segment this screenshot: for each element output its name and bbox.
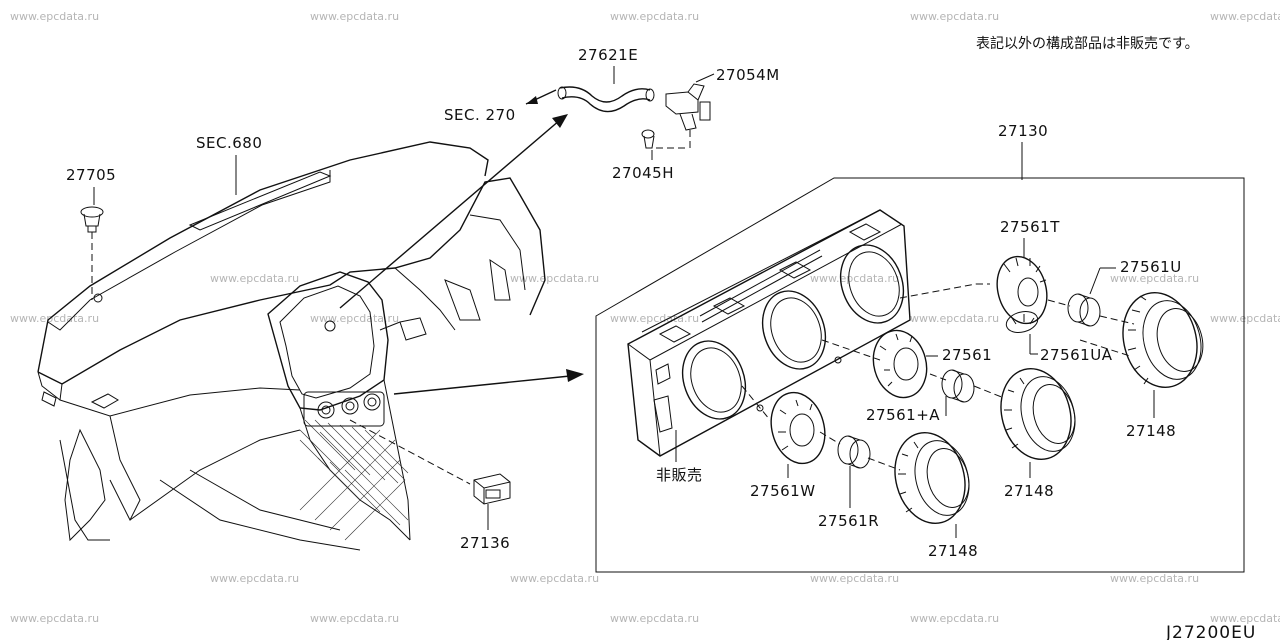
label-27705: 27705 [66,166,116,184]
knob-27148-right [1122,292,1204,388]
watermark: www.epcdata.ru [810,572,899,585]
watermark: www.epcdata.ru [10,312,99,325]
knob-27148-left [894,432,970,524]
watermark: www.epcdata.ru [810,272,899,285]
watermark: www.epcdata.ru [610,612,699,625]
label-27561: 27561 [942,346,992,364]
label-27045H: 27045H [612,164,674,182]
dial-face-27561W [770,391,826,465]
label-27054M: 27054M [716,66,780,84]
watermark: www.epcdata.ru [310,612,399,625]
label-27148-middle: 27148 [1004,482,1054,500]
aspirator-27054M [665,83,711,131]
watermark: www.epcdata.ru [1210,10,1280,23]
watermark: www.epcdata.ru [510,272,599,285]
label-27130: 27130 [998,122,1048,140]
label-27136: 27136 [460,534,510,552]
knob-insert-27561U [1067,293,1101,327]
label-27148-right: 27148 [1126,422,1176,440]
label-27561U: 27561U [1120,258,1182,276]
detail-panel [595,177,1245,573]
label-sec-270: SEC. 270 [444,106,516,124]
watermark: www.epcdata.ru [1110,272,1199,285]
aspirator-hose-27621E [557,86,655,113]
watermark: www.epcdata.ru [910,10,999,23]
diagram-code: J27200EU [1165,623,1256,640]
watermark: www.epcdata.ru [210,572,299,585]
switch-27136 [473,473,511,505]
label-27621E: 27621E [578,46,638,64]
label-27561T: 27561T [1000,218,1060,236]
watermark: www.epcdata.ru [10,612,99,625]
screw-27045H [641,129,655,149]
watermark: www.epcdata.ru [910,312,999,325]
label-27561-A: 27561+A [866,406,940,424]
control-assembly-27130 [627,209,911,457]
console-hatch [299,419,409,541]
watermark: www.epcdata.ru [1110,572,1199,585]
dial-face-27561 [872,329,928,399]
not-sold-note: 表記以外の構成部品は非販売です。 [976,35,1199,52]
label-not-sold: 非販売 [656,466,703,484]
watermark: www.epcdata.ru [210,272,299,285]
watermark: www.epcdata.ru [610,10,699,23]
watermark: www.epcdata.ru [1210,312,1280,325]
knob-insert-27561R [837,435,871,469]
sensor-27705 [80,206,104,233]
watermark: www.epcdata.ru [310,10,399,23]
watermark: www.epcdata.ru [1210,612,1280,625]
dial-face-27561T [996,255,1048,325]
label-27561R: 27561R [818,512,879,530]
watermarks: www.epcdata.ru www.epcdata.ru www.epcdat… [10,10,1280,625]
label-sec-680: SEC.680 [196,134,262,152]
label-27561UA: 27561UA [1040,346,1113,364]
knob-27148-middle [1000,368,1076,460]
label-27561W: 27561W [750,482,816,500]
label-27148-left: 27148 [928,542,978,560]
watermark: www.epcdata.ru [510,572,599,585]
watermark: www.epcdata.ru [10,10,99,23]
dashboard-illustration [37,141,546,551]
dial-face-27561UA [1005,310,1039,334]
watermark: www.epcdata.ru [610,312,699,325]
knob-insert-27561A [941,369,975,403]
watermark: www.epcdata.ru [910,612,999,625]
